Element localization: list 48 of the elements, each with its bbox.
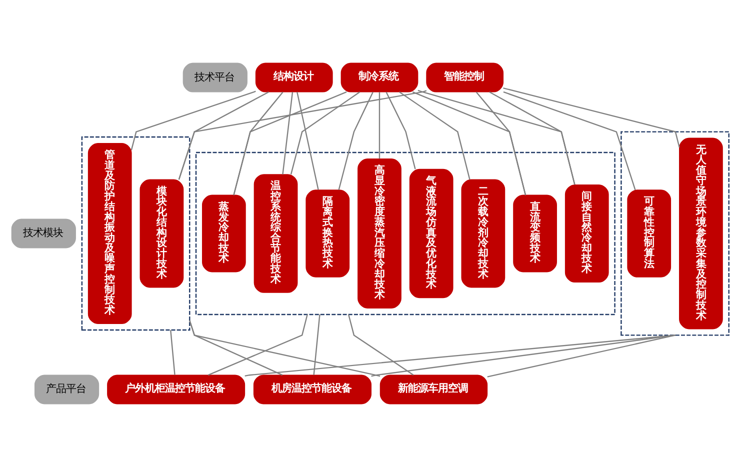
node-box: 蒸发冷却技术 (202, 194, 246, 272)
node-box: 制冷系统 (340, 62, 418, 92)
connector (189, 320, 380, 376)
connector (208, 314, 308, 376)
node-box: 间接自然冷却技术 (564, 184, 609, 282)
connector (371, 334, 676, 376)
node-box: 管道及防护结构振动及噪声控制技术 (88, 142, 132, 324)
node-box: 技术模块 (11, 218, 76, 248)
connector (130, 90, 256, 150)
connector (503, 90, 636, 190)
node-box: 技术平台 (182, 62, 248, 92)
connector (378, 92, 380, 158)
node-box: 新能源车用空调 (380, 374, 488, 404)
node-box: 可靠性控制算法 (627, 189, 672, 277)
connector (418, 89, 576, 184)
node-box: 直流变频技术 (513, 194, 557, 272)
node-box: 智能控制 (426, 62, 504, 92)
connector (338, 91, 374, 190)
connector (244, 334, 676, 376)
connector (170, 329, 176, 374)
connector (399, 90, 470, 180)
cluster (620, 130, 730, 336)
node-box: 结构设计 (255, 62, 333, 92)
connector (386, 91, 416, 169)
connector (233, 90, 347, 195)
node-box: 户外机柜温控节能设备 (107, 374, 246, 404)
connector (476, 91, 526, 195)
node-box: 高显冷密度蒸汽压缩冷却技术 (358, 158, 402, 308)
node-box: 二次载冷剂冷却技术 (461, 178, 506, 288)
connector (489, 90, 576, 184)
cluster (195, 151, 616, 315)
connector (178, 90, 427, 180)
connector (313, 314, 320, 374)
connector (503, 87, 680, 147)
connector (412, 90, 526, 195)
connector (290, 90, 360, 174)
node-box: 产品平台 (34, 374, 100, 404)
cluster (81, 136, 190, 330)
node-box: 气液流场仿真及优化技术 (409, 168, 454, 298)
connector (296, 91, 319, 190)
connector (348, 314, 414, 376)
node-box: 温控系统综合节能技术 (254, 174, 298, 292)
connector (282, 91, 294, 174)
connector (487, 334, 676, 377)
node-box: 模块化结构设计技术 (140, 178, 184, 288)
node-box: 隔离式换热技术 (306, 189, 350, 277)
node-box: 机房温控节能设备 (253, 374, 372, 404)
node-box: 无人值守场景环境参数采集及控制技术 (679, 137, 723, 329)
